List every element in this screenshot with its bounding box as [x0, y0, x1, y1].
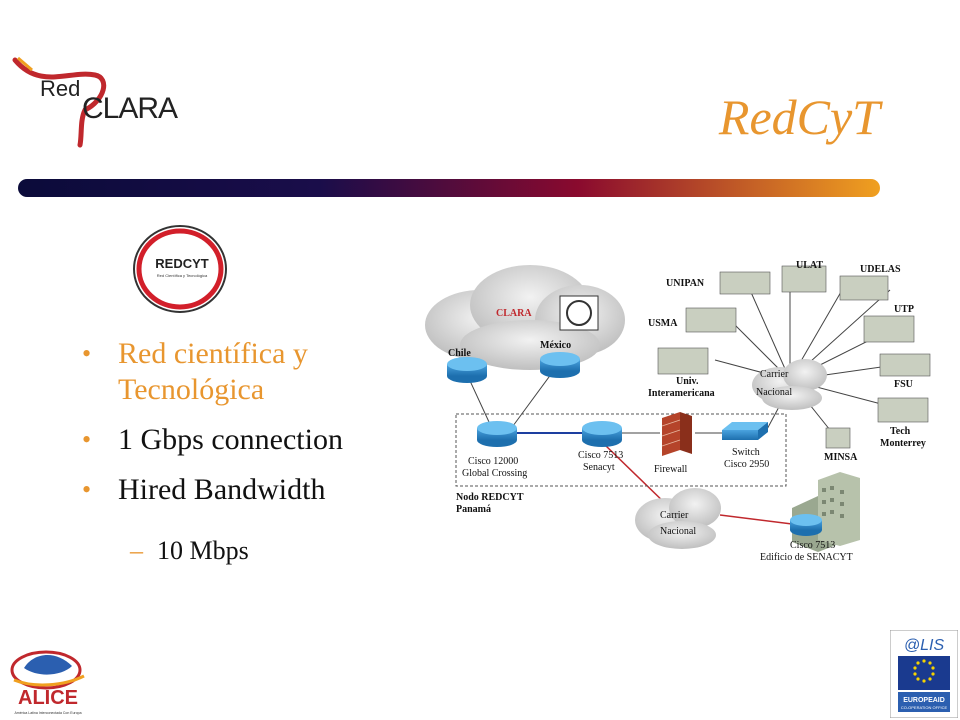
building-udelas-icon — [839, 275, 889, 301]
nacional-upper-label: Nacional — [756, 387, 792, 398]
mexico-label: México — [540, 340, 571, 351]
senacyt-label: Senacyt — [583, 462, 615, 473]
bullet-icon: • — [82, 339, 92, 368]
bullet-text: 1 Gbps connection — [118, 423, 343, 456]
nodo-redcyt-label: Nodo REDCYT — [456, 492, 524, 503]
site-utp-label: UTP — [894, 304, 914, 315]
bullet-item: • Red científica y Tecnológica — [82, 336, 412, 408]
site-usma-label: USMA — [648, 318, 678, 329]
sub-bullet-text: 10 Mbps — [157, 536, 249, 565]
europeaid-subtext: CO-OPERATION OFFICE — [901, 705, 948, 710]
building-utp-icon — [863, 315, 915, 343]
nodo-redcyt-box — [455, 413, 787, 487]
site-minsa-label: MINSA — [824, 452, 858, 463]
bullet-text: Hired Bandwidth — [118, 473, 326, 506]
sub-bullet: –10 Mbps — [130, 536, 249, 566]
nacional-lower-label: Nacional — [660, 526, 696, 537]
router-cisco7513-icon — [582, 421, 622, 447]
building-univ-icon — [657, 347, 709, 375]
panama-label: Panamá — [456, 504, 491, 515]
building-tech-icon — [877, 397, 929, 423]
bullet-item: • Hired Bandwidth — [82, 472, 412, 508]
switch-label: Switch — [732, 447, 760, 458]
building-ulat-icon — [781, 265, 827, 293]
building-usma-icon — [685, 307, 737, 333]
site-udelas-label: UDELAS — [860, 264, 901, 275]
building-unipan-icon — [719, 271, 771, 295]
bullet-list: • Red científica y Tecnológica • 1 Gbps co… — [82, 336, 412, 522]
clara-cloud: CLARA — [425, 265, 625, 370]
building-minsa-icon — [825, 427, 851, 449]
switch-icon — [722, 422, 768, 440]
europeaid-logo: @LIS EUROPEAID CO-OPERATION OFFICE — [890, 630, 958, 718]
logo-text-red: Red — [40, 76, 80, 101]
carrier-upper-label: Carrier — [760, 369, 789, 380]
router-cisco12000-icon — [477, 421, 517, 447]
redclara-logo: Red CLARA — [12, 56, 179, 148]
clara-cloud-label: CLARA — [496, 308, 532, 319]
edificio-router-label: Cisco 7513 — [790, 540, 835, 551]
firewall-label: Firewall — [654, 464, 688, 475]
alis-logo-text: @LIS — [904, 637, 945, 654]
site-fsu-label: FSU — [894, 379, 913, 390]
alice-logo: ALICE América Latina Interconectada Con … — [10, 650, 85, 715]
edificio-senacyt-label: Edificio de SENACYT — [760, 552, 853, 563]
switch-model-label: Cisco 2950 — [724, 459, 769, 470]
alice-logo-subtext: América Latina Interconectada Con Europa — [14, 711, 81, 715]
bullet-icon: • — [82, 475, 92, 504]
cisco12000-label: Cisco 12000 — [468, 456, 518, 467]
cisco7513-label: Cisco 7513 — [578, 450, 623, 461]
alice-logo-text: ALICE — [18, 687, 78, 709]
site-monterrey-label: Monterrey — [880, 438, 926, 449]
carrier-cloud-lower: Carrier Nacional — [635, 488, 721, 549]
network-diagram: CLARA Chile México — [425, 260, 931, 563]
carrier-cloud-upper: Carrier Nacional — [752, 359, 827, 410]
bullet-text: Red científica y Tecnológica — [118, 337, 308, 406]
eu-stars-icon — [913, 659, 935, 683]
redcyt-logo-text: REDCYT — [155, 256, 209, 271]
site-univ-label: Univ. — [676, 376, 699, 387]
router-mexico-icon — [540, 352, 580, 378]
router-chile-icon — [447, 357, 487, 383]
senacyt-building-icon — [790, 472, 860, 552]
site-unipan-label: UNIPAN — [666, 278, 705, 289]
bullet-icon: • — [82, 425, 92, 454]
carrier-lower-label: Carrier — [660, 510, 689, 521]
redcyt-logo-subtext: Red Científica y Tecnológica — [157, 273, 208, 278]
site-ulat-label: ULAT — [796, 260, 823, 271]
bullet-item: • 1 Gbps connection — [82, 422, 412, 458]
logo-text-clara: CLARA — [82, 92, 178, 125]
site-tech-label: Tech — [890, 426, 911, 437]
firewall-icon — [661, 412, 692, 456]
chile-label: Chile — [448, 348, 471, 359]
page-title: RedCyT — [718, 89, 880, 145]
building-fsu-icon — [879, 353, 931, 377]
redcyt-logo: REDCYT Red Científica y Tecnológica — [133, 225, 227, 313]
global-crossing-label: Global Crossing — [462, 468, 527, 479]
europeaid-text: EUROPEAID — [903, 697, 945, 704]
site-interamericana-label: Interamericana — [648, 388, 715, 399]
header-divider-bar — [18, 179, 880, 197]
dash-icon: – — [130, 536, 143, 565]
